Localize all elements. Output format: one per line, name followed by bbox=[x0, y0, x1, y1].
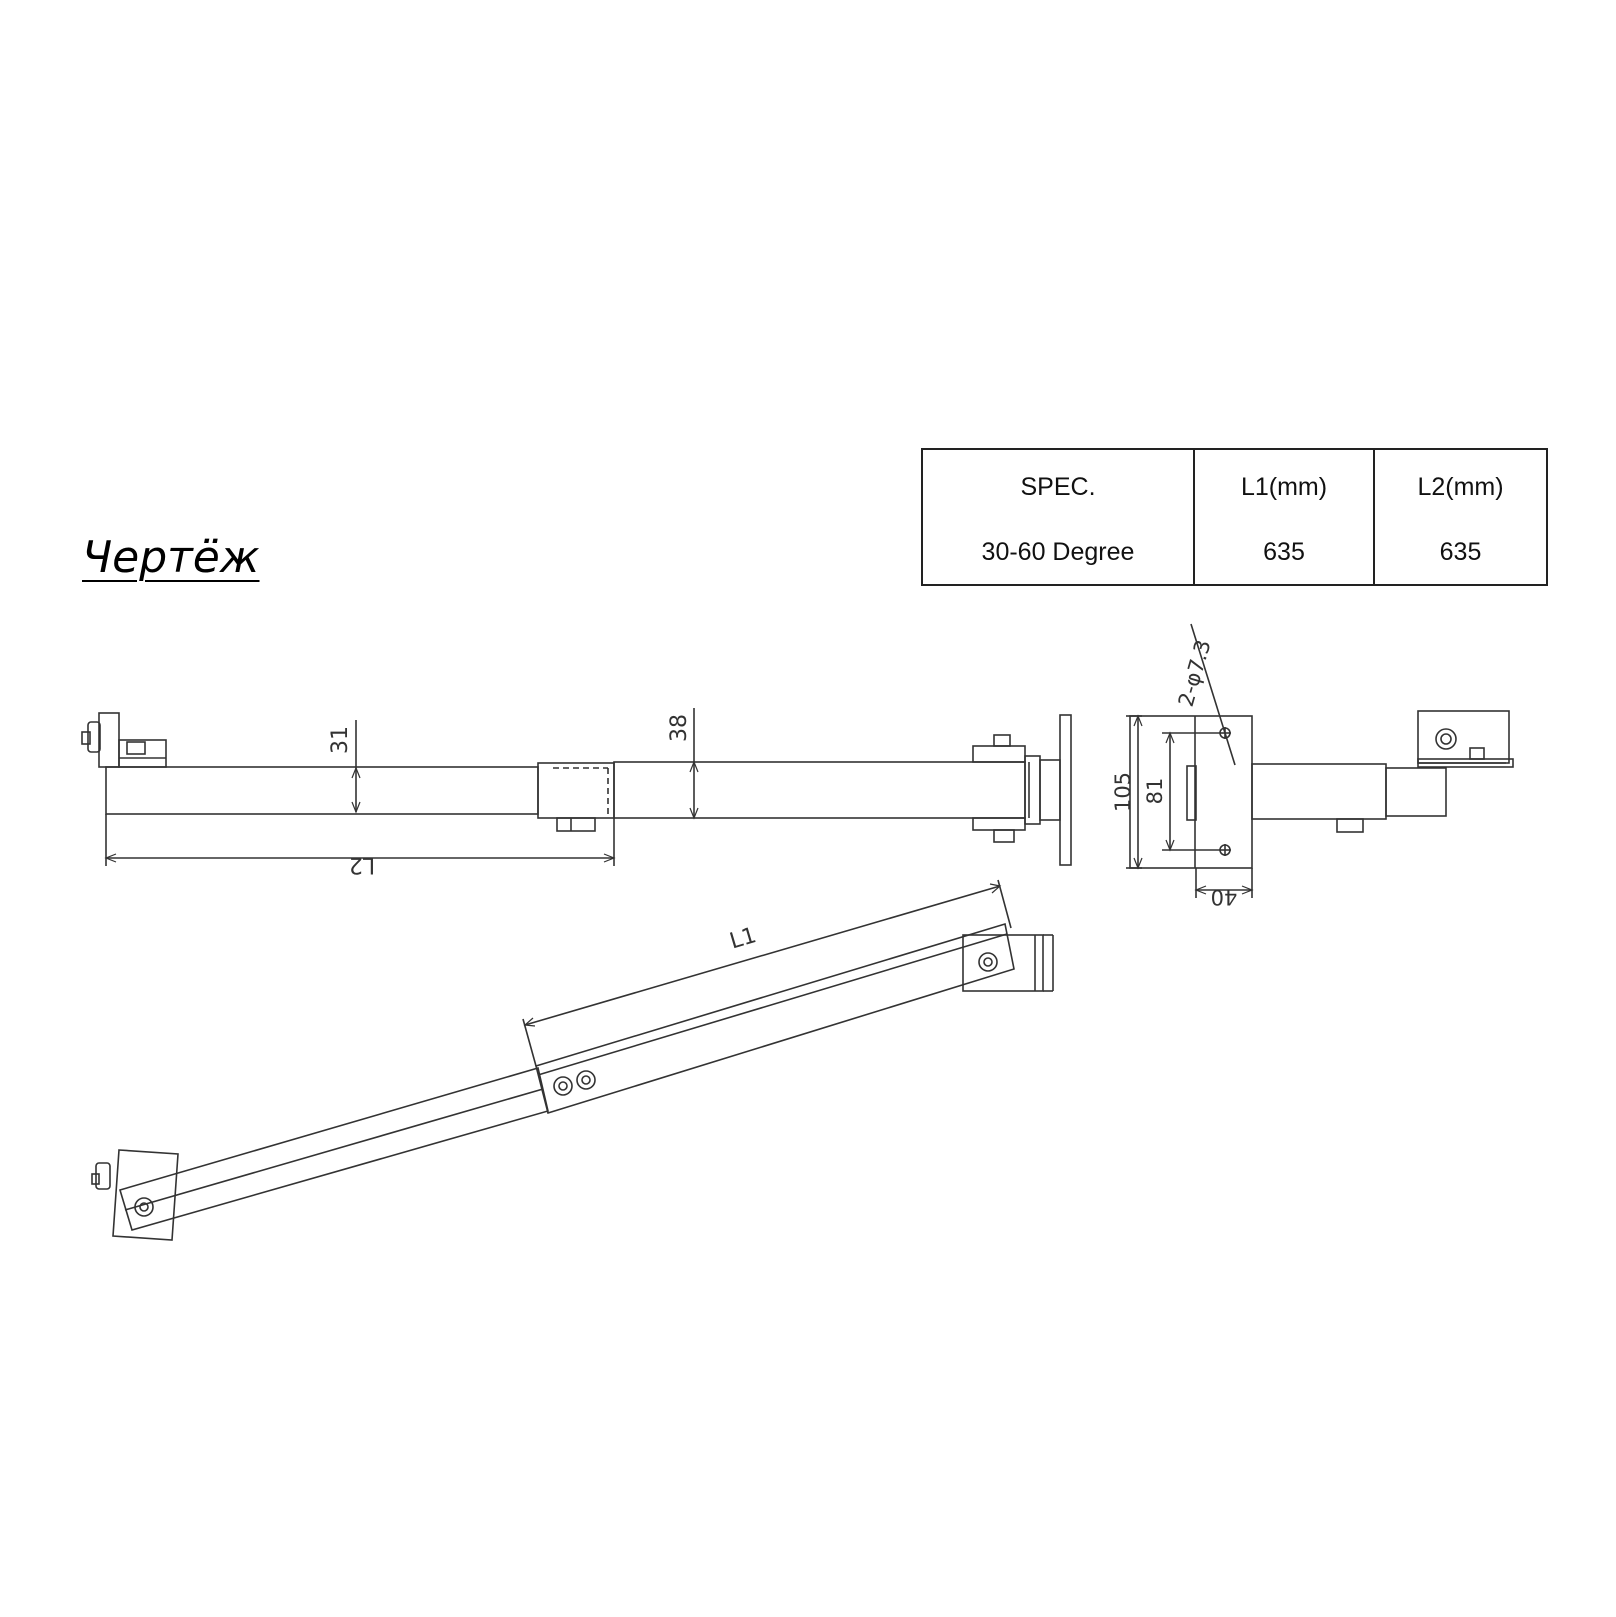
spec-header-spec: SPEC. bbox=[921, 448, 1195, 520]
outer-tube bbox=[613, 761, 1026, 819]
dim-40-label: 40 bbox=[1211, 885, 1238, 909]
dim-31-label: 31 bbox=[328, 726, 353, 754]
spec-table: SPEC. L1(mm) L2(mm) 30-60 Degree 635 635 bbox=[921, 448, 1548, 586]
dim-hole-label: 2-φ7.3 bbox=[1174, 637, 1216, 709]
spec-value-l2: 635 bbox=[1373, 520, 1548, 586]
dim-38: 38 bbox=[667, 708, 699, 820]
spec-header-l2: L2(mm) bbox=[1373, 448, 1548, 520]
side-view: 31 38 L2 bbox=[81, 708, 1072, 877]
end-plate bbox=[1059, 714, 1072, 866]
angled-view: L1 bbox=[91, 879, 1054, 1241]
end-view: 2-φ7.3 105 81 40 bbox=[1111, 623, 1514, 909]
spec-header-row: SPEC. L1(mm) L2(mm) bbox=[921, 448, 1548, 520]
dim-l1-label: L1 bbox=[727, 923, 759, 954]
left-bracket bbox=[81, 712, 167, 768]
clamp-block bbox=[1024, 755, 1041, 825]
angled-outer-tube bbox=[535, 922, 1015, 1115]
dim-40: 40 bbox=[1194, 868, 1254, 909]
drawing-title: Чертёж bbox=[82, 532, 260, 583]
dim-38-label: 38 bbox=[667, 714, 692, 742]
dim-31: 31 bbox=[328, 720, 361, 814]
dim-105-label: 105 bbox=[1111, 772, 1135, 812]
dim-l1: L1 bbox=[522, 879, 1012, 1067]
spec-value-degree: 30-60 Degree bbox=[921, 520, 1195, 586]
dim-81-label: 81 bbox=[1143, 778, 1167, 805]
spec-value-l1: 635 bbox=[1193, 520, 1375, 586]
dim-l2-label: L2 bbox=[349, 852, 375, 877]
dim-81: 81 bbox=[1143, 731, 1219, 852]
angled-end-block bbox=[962, 934, 1044, 992]
dim-105: 105 bbox=[1111, 714, 1143, 870]
spec-value-row: 30-60 Degree 635 635 bbox=[921, 520, 1548, 586]
base-bracket bbox=[112, 1149, 179, 1241]
dim-l2: L2 bbox=[104, 814, 616, 877]
inner-tube bbox=[105, 766, 539, 815]
sleeve bbox=[537, 762, 615, 819]
spec-header-l1: L1(mm) bbox=[1193, 448, 1375, 520]
sleeve-bolt bbox=[556, 817, 596, 832]
